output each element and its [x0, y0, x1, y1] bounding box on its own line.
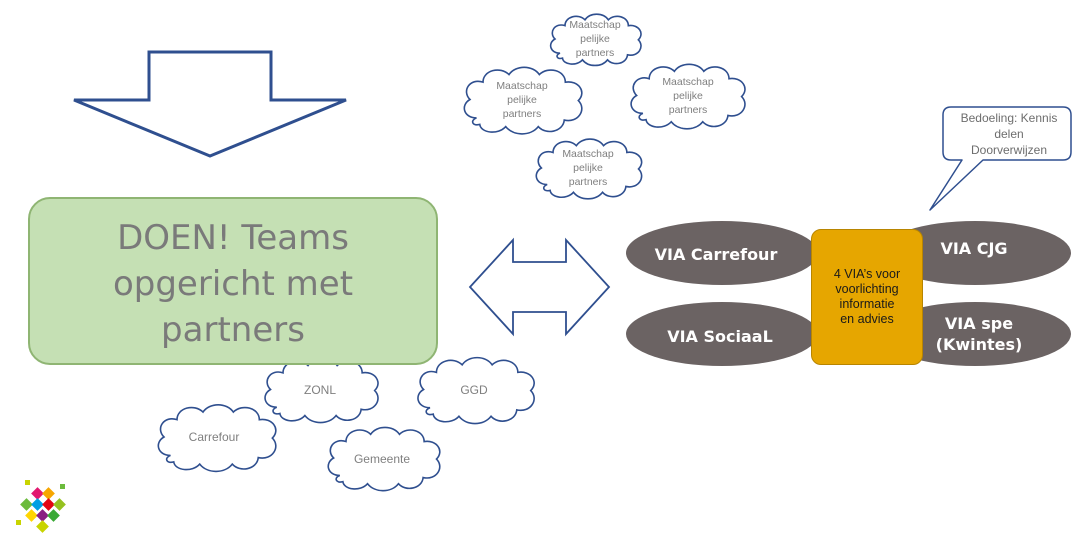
via-sociaal-label: VIA SociaaL [667, 326, 773, 346]
partner-cloud-ggd-label: GGD [460, 383, 488, 397]
partner-cloud-4-label: Maatschap pelijke partners [562, 148, 614, 188]
via-oval-sociaal [626, 302, 818, 366]
via-oval-cjg [879, 221, 1071, 285]
partner-cloud-2-label: Maatschap pelijke partners [496, 80, 548, 120]
partner-cloud-carrefour-label: Carrefour [188, 430, 240, 444]
callout-label: Bedoeling: Kennis delen Doorverwijzen [960, 111, 1058, 157]
callout-bubble [929, 106, 1072, 211]
via-carrefour-label: VIA Carrefour [654, 244, 778, 264]
partner-cloud-gemeente-label: Gemeente [353, 452, 411, 466]
via-cjg-label: VIA CJG [940, 238, 1008, 258]
teams-box-label: DOEN! Teams opgericht met partners [112, 218, 354, 350]
via-oval-carrefour [626, 221, 818, 285]
partner-cloud-zonl-label: ZONL [303, 383, 336, 397]
via-spe-label: VIA spe (Kwintes) [935, 314, 1023, 354]
partner-cloud-1-label: Maatschap pelijke partners [569, 19, 621, 59]
partner-cloud-3-label: Maatschap pelijke partners [662, 76, 714, 116]
colorful-diamond-logo-icon [16, 480, 66, 533]
double-arrow [468, 237, 611, 337]
via-oval-spe [879, 302, 1071, 366]
via-center-label: 4 VIA’s voor voorlichting informatie en … [833, 267, 901, 326]
via-center-box: 4 VIA’s voor voorlichting informatie en … [811, 229, 923, 365]
teams-box: DOEN! Teams opgericht met partners [28, 197, 438, 365]
down-arrow [73, 50, 347, 158]
